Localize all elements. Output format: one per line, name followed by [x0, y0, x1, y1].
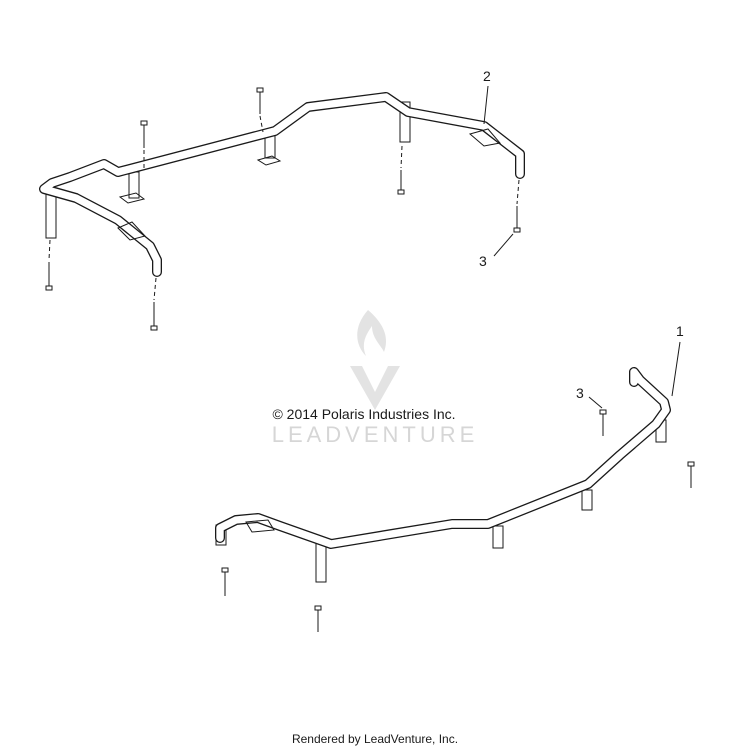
callout-label-3-lower: 3	[576, 385, 584, 401]
upper-rail-bolts	[45, 87, 521, 331]
lower-rail-bolts	[221, 409, 695, 632]
lower-rail-assembly	[215, 367, 695, 632]
lower-rail-brackets	[245, 519, 275, 533]
callout-label-3-upper: 3	[479, 253, 487, 269]
watermark-brand: LEADVENTURE	[272, 422, 479, 447]
callout-item-2: 2	[483, 68, 491, 125]
callout-item-3-upper: 3	[479, 233, 514, 269]
upper-rail-brackets	[117, 128, 501, 241]
flame-v-logo-icon	[350, 310, 400, 410]
callout-label-2: 2	[483, 68, 491, 84]
callout-item-3-lower: 3	[576, 385, 603, 409]
callout-item-1: 1	[671, 323, 684, 397]
footer-text: Rendered by LeadVenture, Inc.	[291, 732, 459, 746]
lower-rail-tube	[215, 367, 671, 549]
copyright-text: © 2014 Polaris Industries Inc.	[272, 406, 455, 422]
callout-label-1: 1	[676, 323, 684, 339]
upper-rail-assembly	[39, 87, 525, 331]
